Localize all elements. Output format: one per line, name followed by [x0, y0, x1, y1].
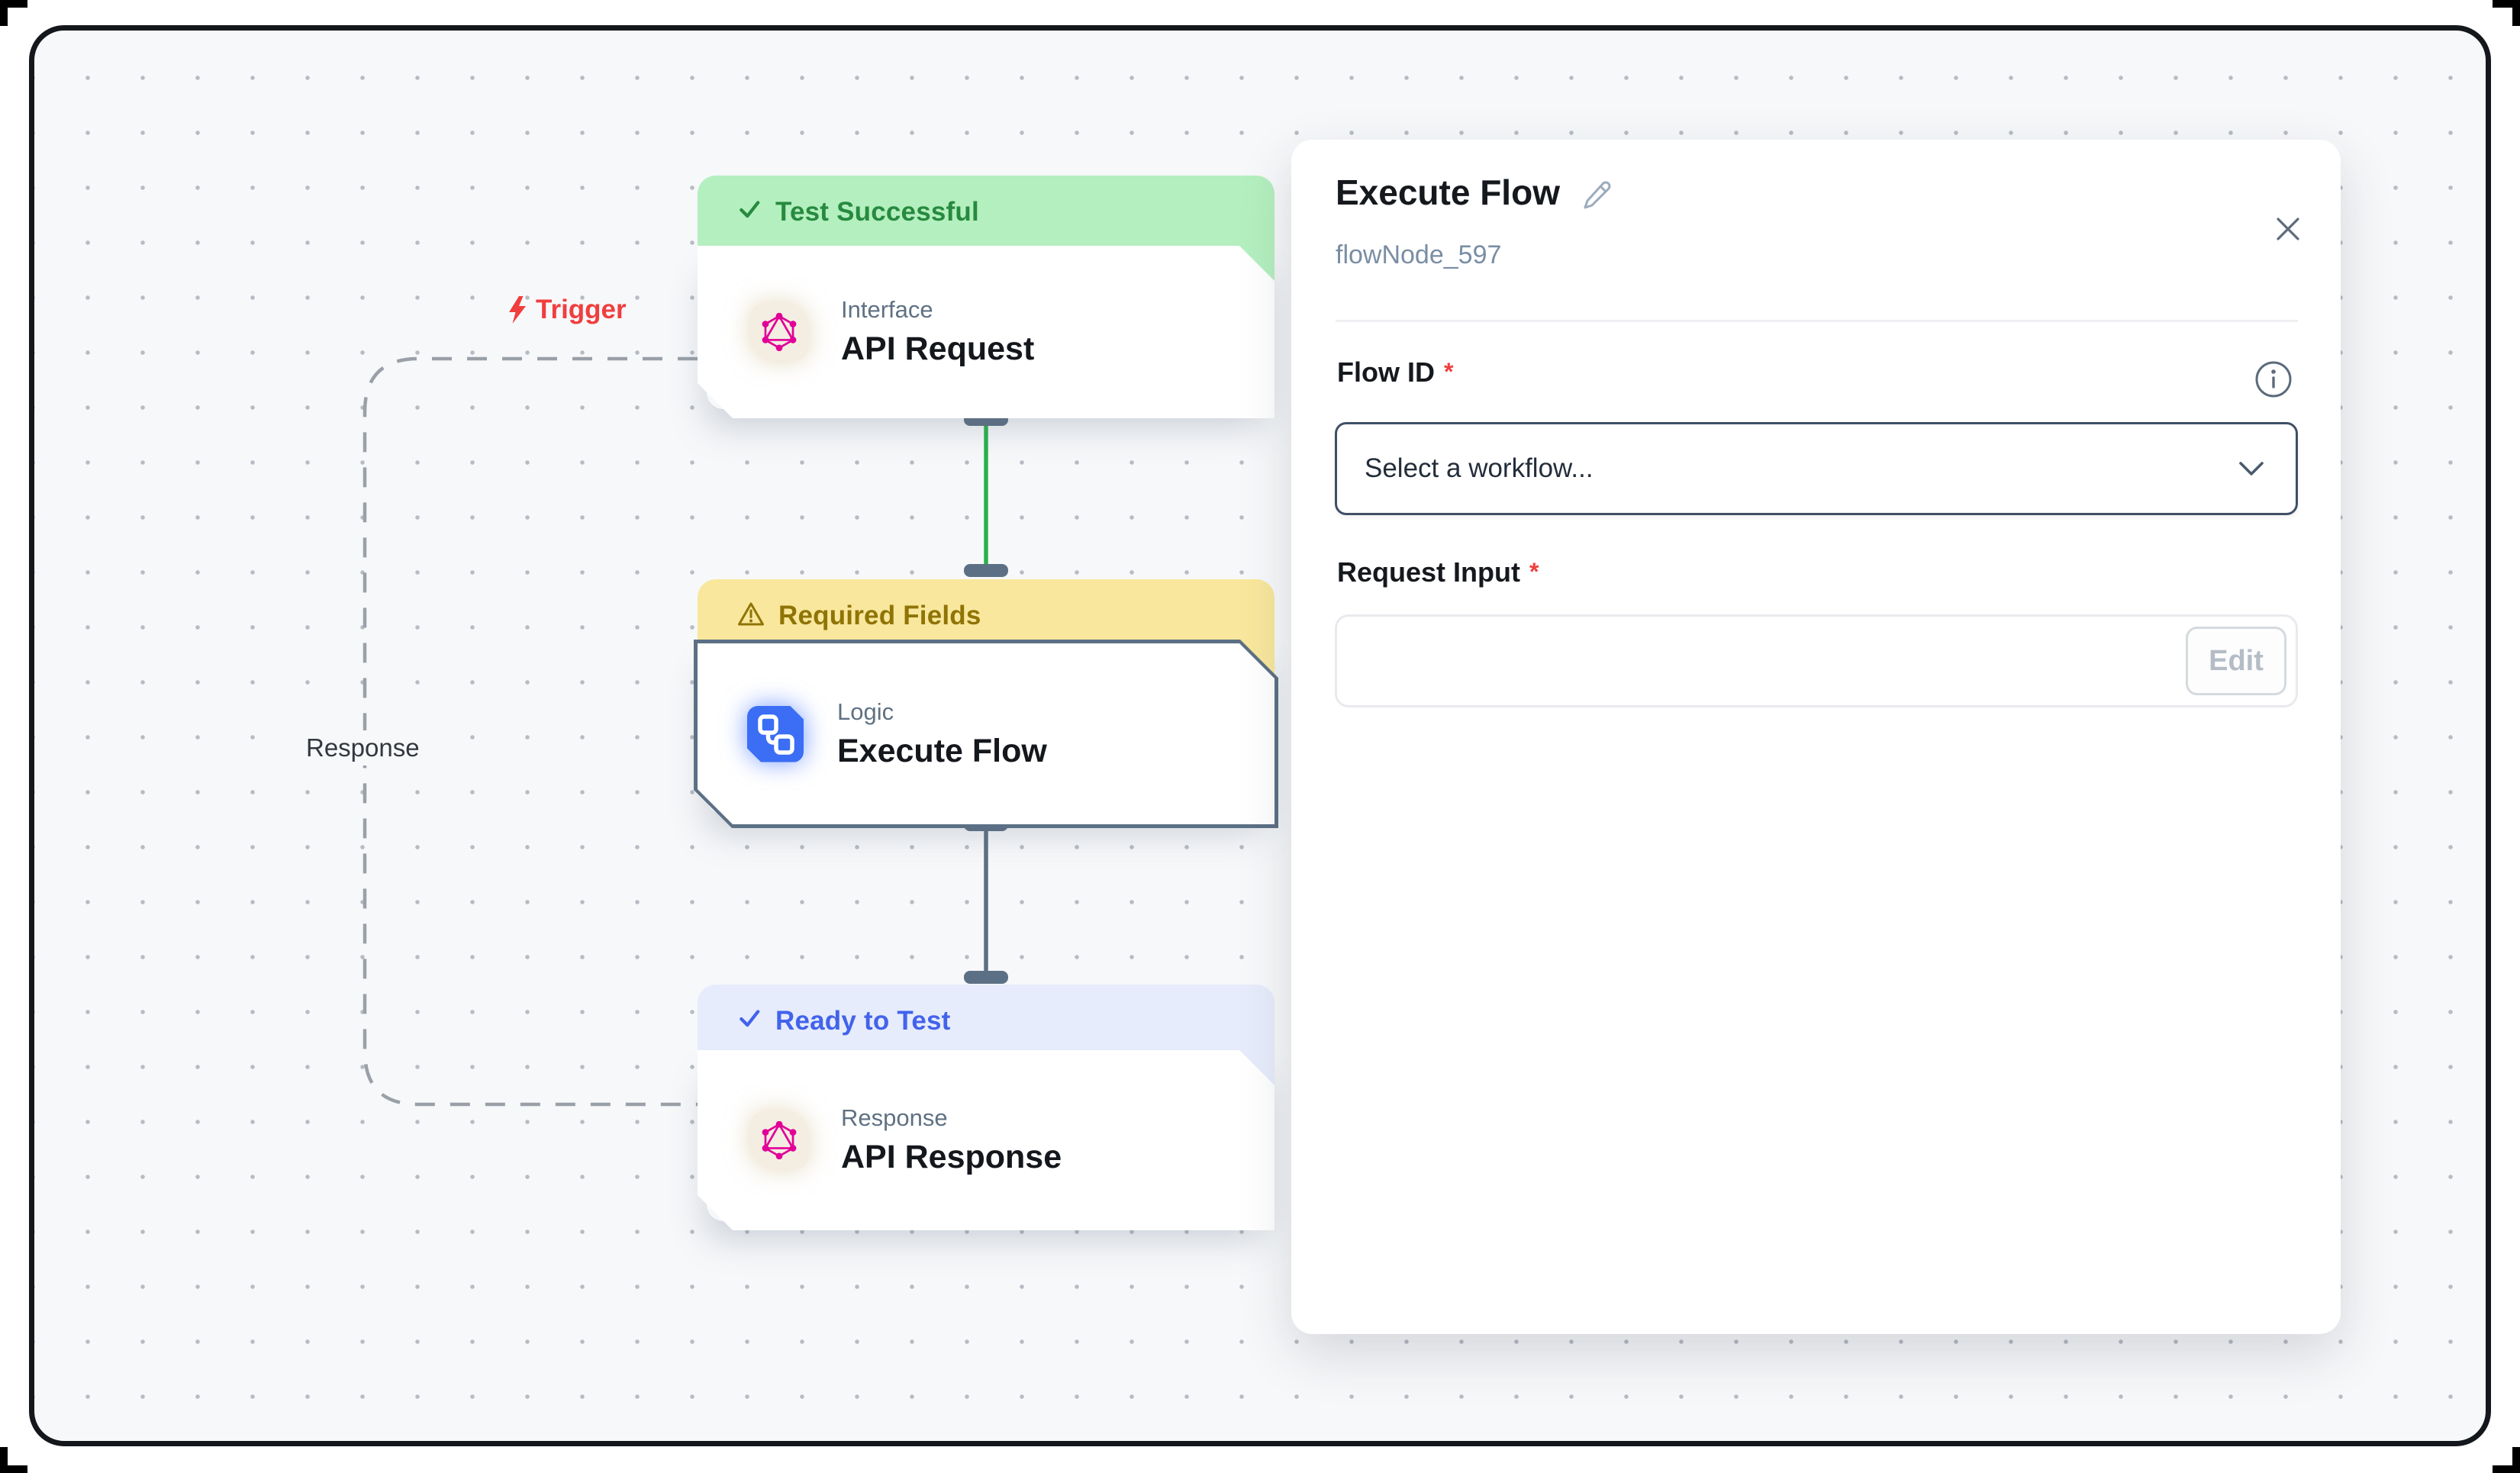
request-input-field[interactable]: Edit	[1335, 614, 2298, 707]
required-asterisk: *	[1444, 358, 1454, 385]
crop-mark-bottom-left	[0, 1447, 27, 1473]
node-title: API Response	[841, 1139, 1062, 1175]
panel-title-row: Execute Flow	[1336, 172, 1613, 213]
crop-mark-top-left	[0, 0, 27, 26]
lightning-bolt-icon	[509, 296, 526, 324]
graphql-icon	[751, 304, 807, 360]
request-input-label: Request Input *	[1337, 556, 1539, 588]
status-banner-text: Required Fields	[778, 601, 981, 630]
node-category: Response	[841, 1104, 948, 1131]
crop-mark-top-right	[2493, 0, 2520, 26]
edit-pencil-icon[interactable]	[1578, 175, 1613, 210]
required-asterisk: *	[1529, 558, 1539, 585]
flow-node-api-response[interactable]: Response API Response	[698, 1050, 1275, 1230]
node-text: Logic Execute Flow	[837, 698, 1047, 770]
flow-node-api-request[interactable]: Interface API Request	[698, 246, 1275, 418]
edit-button[interactable]: Edit	[2186, 627, 2286, 695]
flow-id-label: Flow ID *	[1337, 356, 1453, 388]
node-text: Interface API Request	[841, 296, 1034, 368]
trigger-edge-label-text: Trigger	[536, 295, 627, 324]
node-id-text: flowNode_597	[1336, 240, 1502, 269]
node-category: Logic	[837, 698, 894, 725]
node-icon-wrap	[751, 1112, 807, 1168]
graphql-icon	[751, 1112, 807, 1168]
close-icon[interactable]	[2270, 211, 2306, 247]
node-title: API Request	[841, 330, 1035, 367]
info-icon[interactable]	[2254, 359, 2293, 399]
node-body-inner: Logic Execute Flow	[698, 643, 1275, 824]
node-title: Execute Flow	[837, 732, 1047, 769]
chevron-down-icon	[2239, 462, 2264, 475]
check-icon	[740, 201, 760, 218]
request-input-label-text: Request Input	[1337, 556, 1520, 588]
workflow-icon	[747, 706, 804, 762]
check-icon	[740, 1010, 760, 1027]
crop-mark-bottom-right	[2493, 1447, 2520, 1473]
flow-node-execute-flow[interactable]: Logic Execute Flow	[694, 640, 1278, 828]
trigger-edge-label: Trigger	[507, 295, 627, 325]
node-icon-wrap	[747, 706, 804, 762]
node-icon-wrap	[751, 304, 807, 360]
divider	[1336, 320, 2298, 322]
select-placeholder-text: Select a workflow...	[1365, 453, 1594, 483]
node-text: Response API Response	[841, 1104, 1062, 1176]
status-banner-text: Test Successful	[775, 197, 979, 227]
warning-icon	[738, 602, 764, 626]
status-banner-text: Ready to Test	[775, 1006, 951, 1036]
flow-id-label-text: Flow ID	[1337, 356, 1435, 388]
panel-title: Execute Flow	[1336, 172, 1560, 212]
node-category: Interface	[841, 296, 933, 323]
node-settings-panel: Execute Flow flowNode_597 Flow ID * Sele…	[1291, 140, 2341, 1334]
response-edge-label: Response	[298, 730, 427, 766]
flow-id-select[interactable]: Select a workflow...	[1335, 422, 2298, 515]
